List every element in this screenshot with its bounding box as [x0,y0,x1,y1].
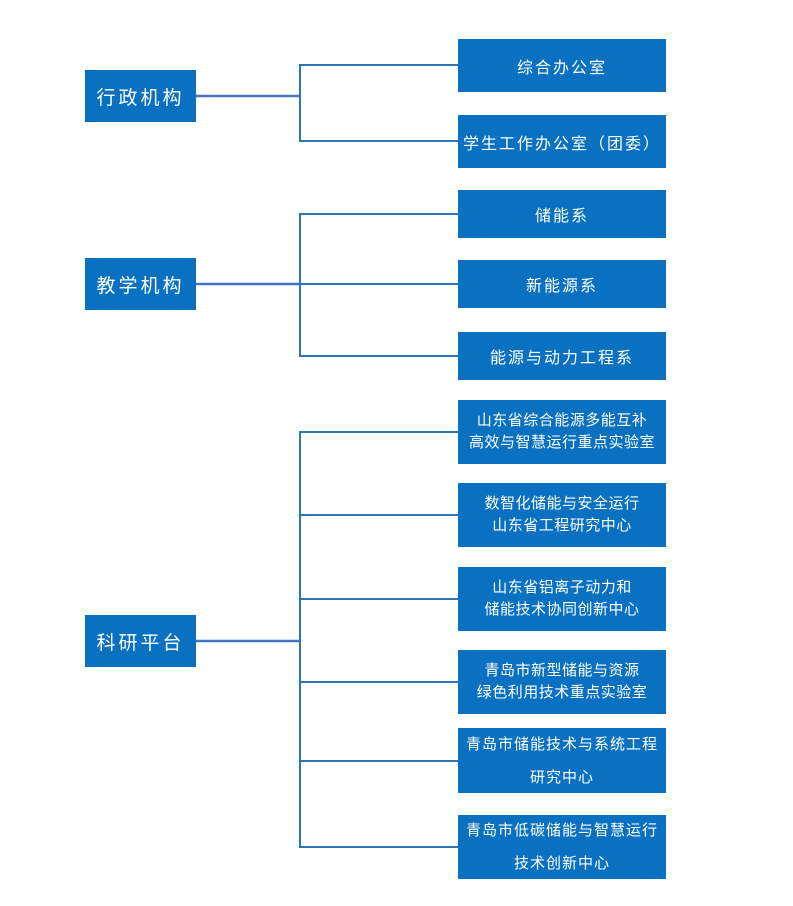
org-box-administrative-orgs: 行政机构 [85,70,196,122]
org-box-shandong-eng-center: 数智化储能与安全运行 山东省工程研究中心 [458,483,666,547]
org-box-energy-power-dept: 能源与动力工程系 [458,332,666,380]
org-box-aluminum-ion-center: 山东省铝离子动力和 储能技术协同创新中心 [458,567,666,631]
org-box-qingdao-innovation-center: 青岛市低碳储能与智慧运行 技术创新中心 [458,815,666,879]
org-box-qingdao-research-center: 青岛市储能技术与系统工程 研究中心 [458,728,666,793]
org-box-new-energy-dept: 新能源系 [458,260,666,308]
org-box-energy-storage-dept: 储能系 [458,190,666,238]
org-box-research-platforms: 科研平台 [85,615,196,667]
connector-group-research [196,431,458,848]
connector-group-administrative [196,64,458,142]
org-box-general-office: 综合办公室 [458,39,666,92]
org-box-student-work-office: 学生工作办公室（团委） [458,115,666,168]
org-box-qingdao-key-lab: 青岛市新型储能与资源 绿色利用技术重点实验室 [458,650,666,714]
org-box-shandong-key-lab: 山东省综合能源多能互补 高效与智慧运行重点实验室 [458,400,666,464]
connector-group-teaching [196,213,458,357]
org-box-teaching-orgs: 教学机构 [85,258,196,310]
